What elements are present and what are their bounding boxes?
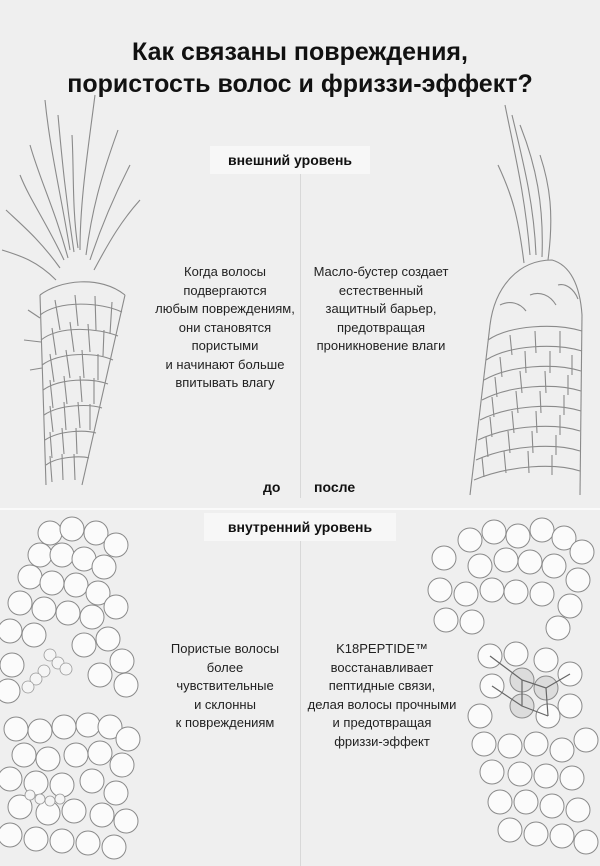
text-line: предотвращая: [336, 319, 426, 335]
text-line: Когда волосы: [184, 264, 266, 279]
inner-after-text: K18PEPTIDE™ восстанавливает пептидные св…: [302, 640, 462, 751]
text-line: проникновение влаги: [316, 338, 446, 353]
text-line: пористыми: [191, 338, 259, 353]
text-line: более: [206, 659, 244, 675]
text-line: пептидные связи,: [328, 678, 436, 693]
inner-before-text: Пористые волосы более чувствительные и с…: [150, 640, 300, 733]
text-line: делая волосы прочными: [307, 696, 457, 712]
healthy-hair-strand-illustration-icon: [469, 104, 583, 496]
text-line: подвергаются: [183, 282, 267, 298]
text-line: любым повреждениям,: [155, 301, 295, 316]
inner-level-label: внутренний уровень: [204, 513, 396, 541]
title-line-2: пористость волос и фриззи-эффект?: [67, 70, 533, 98]
outer-level-label: внешний уровень: [210, 146, 370, 174]
text-line: Масло-бустер создает: [313, 264, 449, 279]
center-divider-bottom: [300, 540, 301, 866]
text-line: Пористые волосы: [170, 641, 280, 656]
text-line: и склонны: [194, 696, 256, 712]
text-line: впитывать влагу: [175, 375, 275, 390]
after-tag: после: [314, 479, 356, 495]
broken-peptide-chain-illustration-icon: [0, 516, 141, 860]
text-line: они становятся: [178, 319, 272, 335]
page-title: Как связаны повреждения, пористость воло…: [0, 36, 600, 100]
section-divider: [0, 508, 600, 510]
center-divider-top: [300, 168, 301, 498]
outer-after-text: Масло-бустер создает естественный защитн…: [306, 263, 456, 356]
repaired-peptide-chain-illustration-icon: [427, 517, 599, 855]
text-line: восстанавливает: [330, 659, 434, 675]
title-line-1: Как связаны повреждения,: [132, 38, 468, 66]
damaged-hair-strand-illustration-icon: [1, 94, 141, 486]
text-line: и начинают больше: [165, 356, 285, 372]
text-line: защитный барьер,: [325, 301, 437, 316]
text-line: естественный: [338, 282, 424, 298]
outer-before-text: Когда волосы подвергаются любым поврежде…: [150, 263, 300, 393]
text-line: к повреждениям: [175, 715, 275, 730]
text-line: чувствительные: [176, 678, 274, 693]
text-line: и предотвращая: [332, 715, 432, 730]
text-line: K18PEPTIDE™: [336, 641, 428, 656]
text-line: фриззи-эффект: [334, 733, 430, 749]
before-tag: до: [263, 479, 281, 495]
